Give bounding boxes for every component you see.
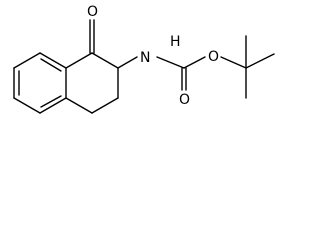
bond-c1-c2	[91, 52, 119, 69]
bond-ccarb-oester	[183, 56, 206, 69]
bond-c2-n	[117, 56, 138, 69]
ester-oxygen-label: O	[208, 49, 219, 65]
molecule-canvas: O N H O O	[13, 4, 275, 114]
ketone-oxygen-label: O	[87, 4, 98, 20]
amide-nitrogen-label: N	[140, 50, 150, 66]
bond-c8a-c1	[65, 52, 93, 69]
amide-hydrogen-label: H	[170, 34, 181, 50]
bond-oester-cq	[220, 56, 247, 69]
bond-c4-c4a	[65, 97, 93, 114]
bond-ar4	[13, 97, 41, 114]
molecule-structure: O N H O O	[13, 4, 275, 114]
bond-ar-inner2	[40, 95, 62, 108]
bond-cq-me-right	[245, 53, 275, 69]
carbonyl-oxygen-label: O	[179, 92, 190, 108]
bond-c3-c4	[91, 97, 119, 114]
bond-n-ccarb	[156, 56, 185, 69]
bond-ar6	[13, 52, 41, 69]
bond-ar3	[39, 97, 67, 114]
bond-ar1	[39, 52, 67, 69]
bond-ar-inner1	[40, 58, 62, 72]
